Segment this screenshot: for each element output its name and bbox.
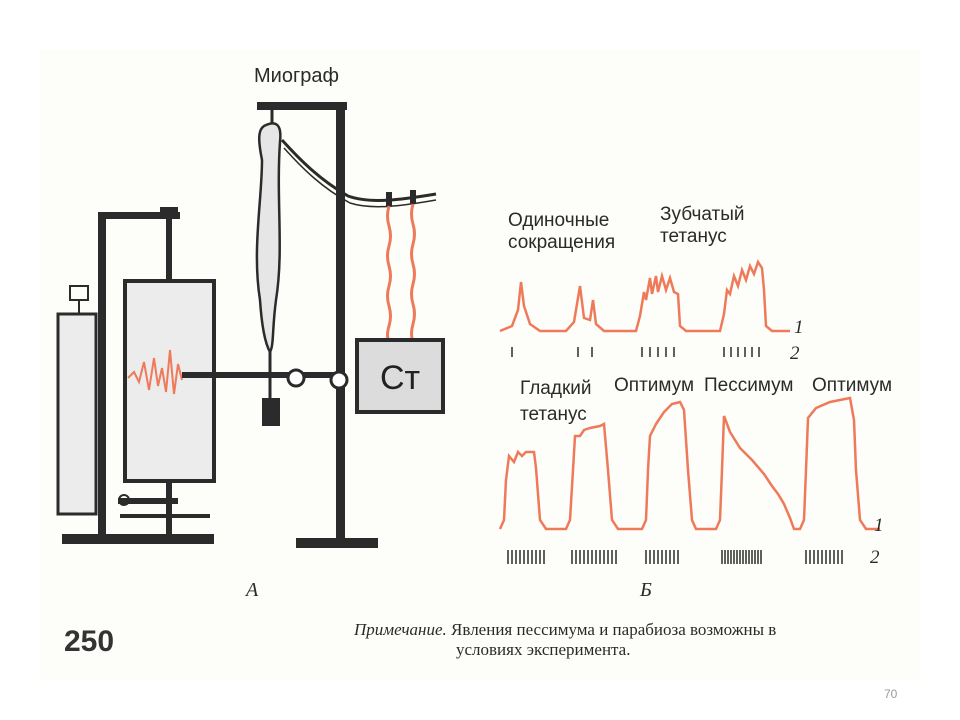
- label-optimum-1: Оптимум: [614, 375, 695, 396]
- electrode-wire-1: [386, 205, 392, 343]
- label-pessimum: Пессимум: [704, 375, 794, 396]
- gear-bar: [118, 498, 178, 504]
- lever-axis: [329, 370, 349, 390]
- lever-pivot: [286, 368, 306, 388]
- stimulator-label: Ст: [380, 359, 421, 397]
- myograph-title: Миограф: [254, 65, 339, 87]
- note-line1: Примечание. Явления пессимума и парабиоз…: [354, 620, 776, 640]
- panel-a-letter: А: [246, 579, 259, 601]
- stand-pole: [336, 102, 345, 542]
- row1-curve-number: 1: [794, 317, 804, 338]
- drum-shaft: [166, 215, 172, 281]
- label-optimum-2: Оптимум: [812, 375, 893, 396]
- slide-number: 70: [884, 687, 898, 701]
- row2-curve-number: 1: [874, 515, 884, 536]
- electrode-1: [386, 192, 392, 206]
- electrode-2: [410, 190, 416, 204]
- weight: [262, 398, 280, 426]
- stimulator-box: [355, 338, 445, 414]
- base-plate: [62, 534, 214, 544]
- stand-top-bar: [257, 102, 347, 110]
- panel-b-letter: Б: [640, 579, 652, 601]
- row2-marks-number: 2: [870, 547, 880, 568]
- single-twitch-curve: [499, 259, 790, 333]
- drum-shaft-lower: [166, 480, 172, 540]
- stimulus-marks-row1: [511, 347, 760, 357]
- drum-frame-top: [98, 212, 180, 219]
- tetanus-curve: [498, 396, 880, 531]
- drum-frame-left: [98, 212, 106, 538]
- recordings: [498, 259, 880, 564]
- label-smooth-tetanus: Гладкий тетанус: [520, 378, 592, 425]
- muscle: [255, 122, 282, 355]
- note-text-1: Явления пессимума и парабиоза возможны в: [451, 620, 777, 639]
- electrode-wire-2: [410, 203, 416, 343]
- row1-marks-number: 2: [790, 343, 800, 364]
- gear-wheel: [118, 494, 130, 506]
- motor-housing: [56, 312, 98, 516]
- motor-switch: [69, 285, 89, 301]
- myograph-apparatus: [56, 102, 445, 548]
- nerve: [280, 138, 437, 202]
- drum-knob: [160, 207, 178, 212]
- stimulus-marks-row2: [507, 550, 843, 564]
- stand-base: [296, 538, 378, 548]
- label-single-contractions: Одиночные сокращения: [508, 210, 616, 253]
- label-serrated-tetanus: Зубчатый тетанус: [660, 204, 745, 247]
- page-number: 250: [64, 625, 115, 658]
- writing-lever: [182, 372, 342, 378]
- note-text-2: условиях эксперимента.: [456, 640, 631, 659]
- note-label: Примечание.: [354, 620, 447, 639]
- drum-trace: [127, 349, 183, 395]
